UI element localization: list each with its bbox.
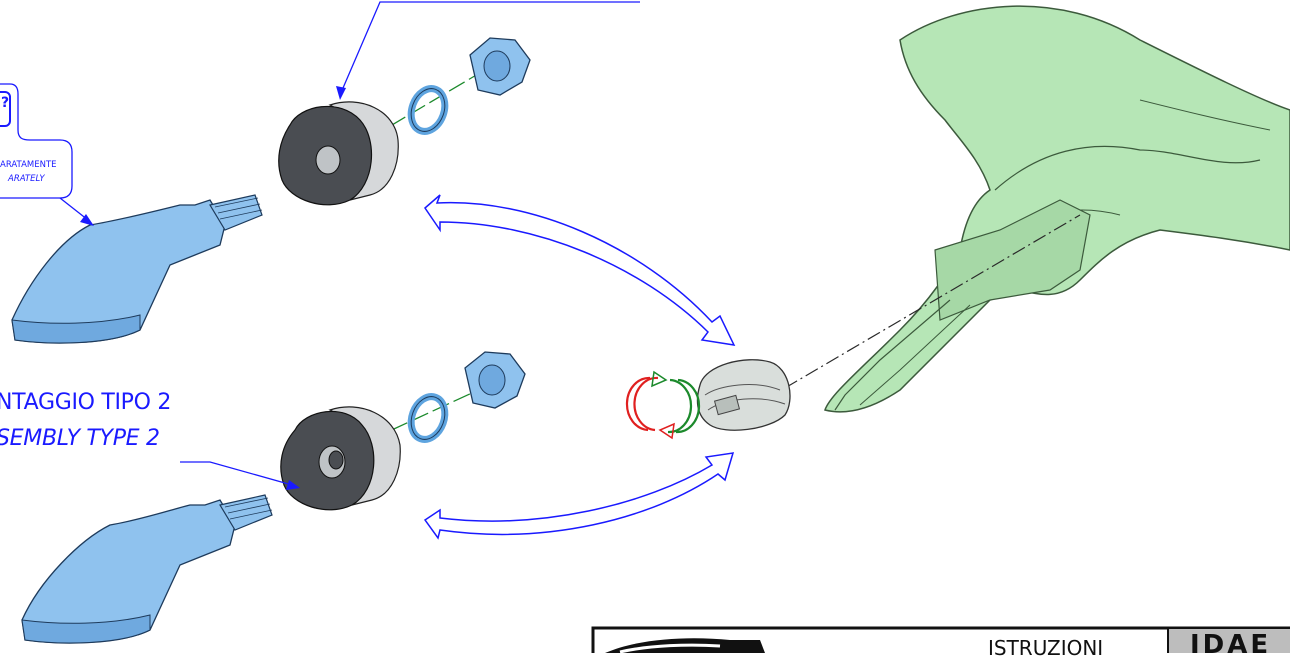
callout-symbol-icon [0, 91, 11, 127]
top-assembly [11, 1, 640, 344]
rotatable-adaptor-part [696, 359, 791, 431]
title-block [591, 626, 1290, 653]
alignment-axis-main [784, 214, 1081, 389]
assembly-type2-label-en: SEMBLY TYPE 2 [0, 426, 160, 451]
swap-arrow-icon [423, 194, 736, 540]
rotate-arrows-icon [625, 370, 701, 440]
top-spacer-part [278, 101, 399, 206]
brand-logo-icon [605, 638, 765, 653]
title-block-doc-code: IDAE [1190, 630, 1272, 660]
bottom-assembly [21, 351, 526, 644]
top-leader-line [339, 1, 640, 96]
bottom-bar-end-weight [21, 494, 273, 644]
assembly-type2-label-it: NTAGGIO TIPO 2 [0, 390, 172, 415]
hand-with-lever-illustration [824, 5, 1290, 413]
bottom-leader-line [180, 461, 293, 486]
top-hex-nut [469, 37, 531, 96]
sold-separately-label-it: ARATAMENTE [0, 160, 57, 170]
bottom-spacer-part [280, 406, 401, 511]
bottom-lock-washer [407, 393, 449, 443]
bottom-hex-nut [464, 351, 526, 409]
sold-separately-label-en: ARATELY [8, 174, 45, 184]
title-block-instructions-label: ISTRUZIONI [988, 636, 1104, 660]
top-bar-end-weight [11, 194, 263, 344]
sold-separately-callout: ? [0, 83, 94, 226]
top-lock-washer [407, 85, 449, 135]
svg-text:?: ? [1, 95, 9, 111]
